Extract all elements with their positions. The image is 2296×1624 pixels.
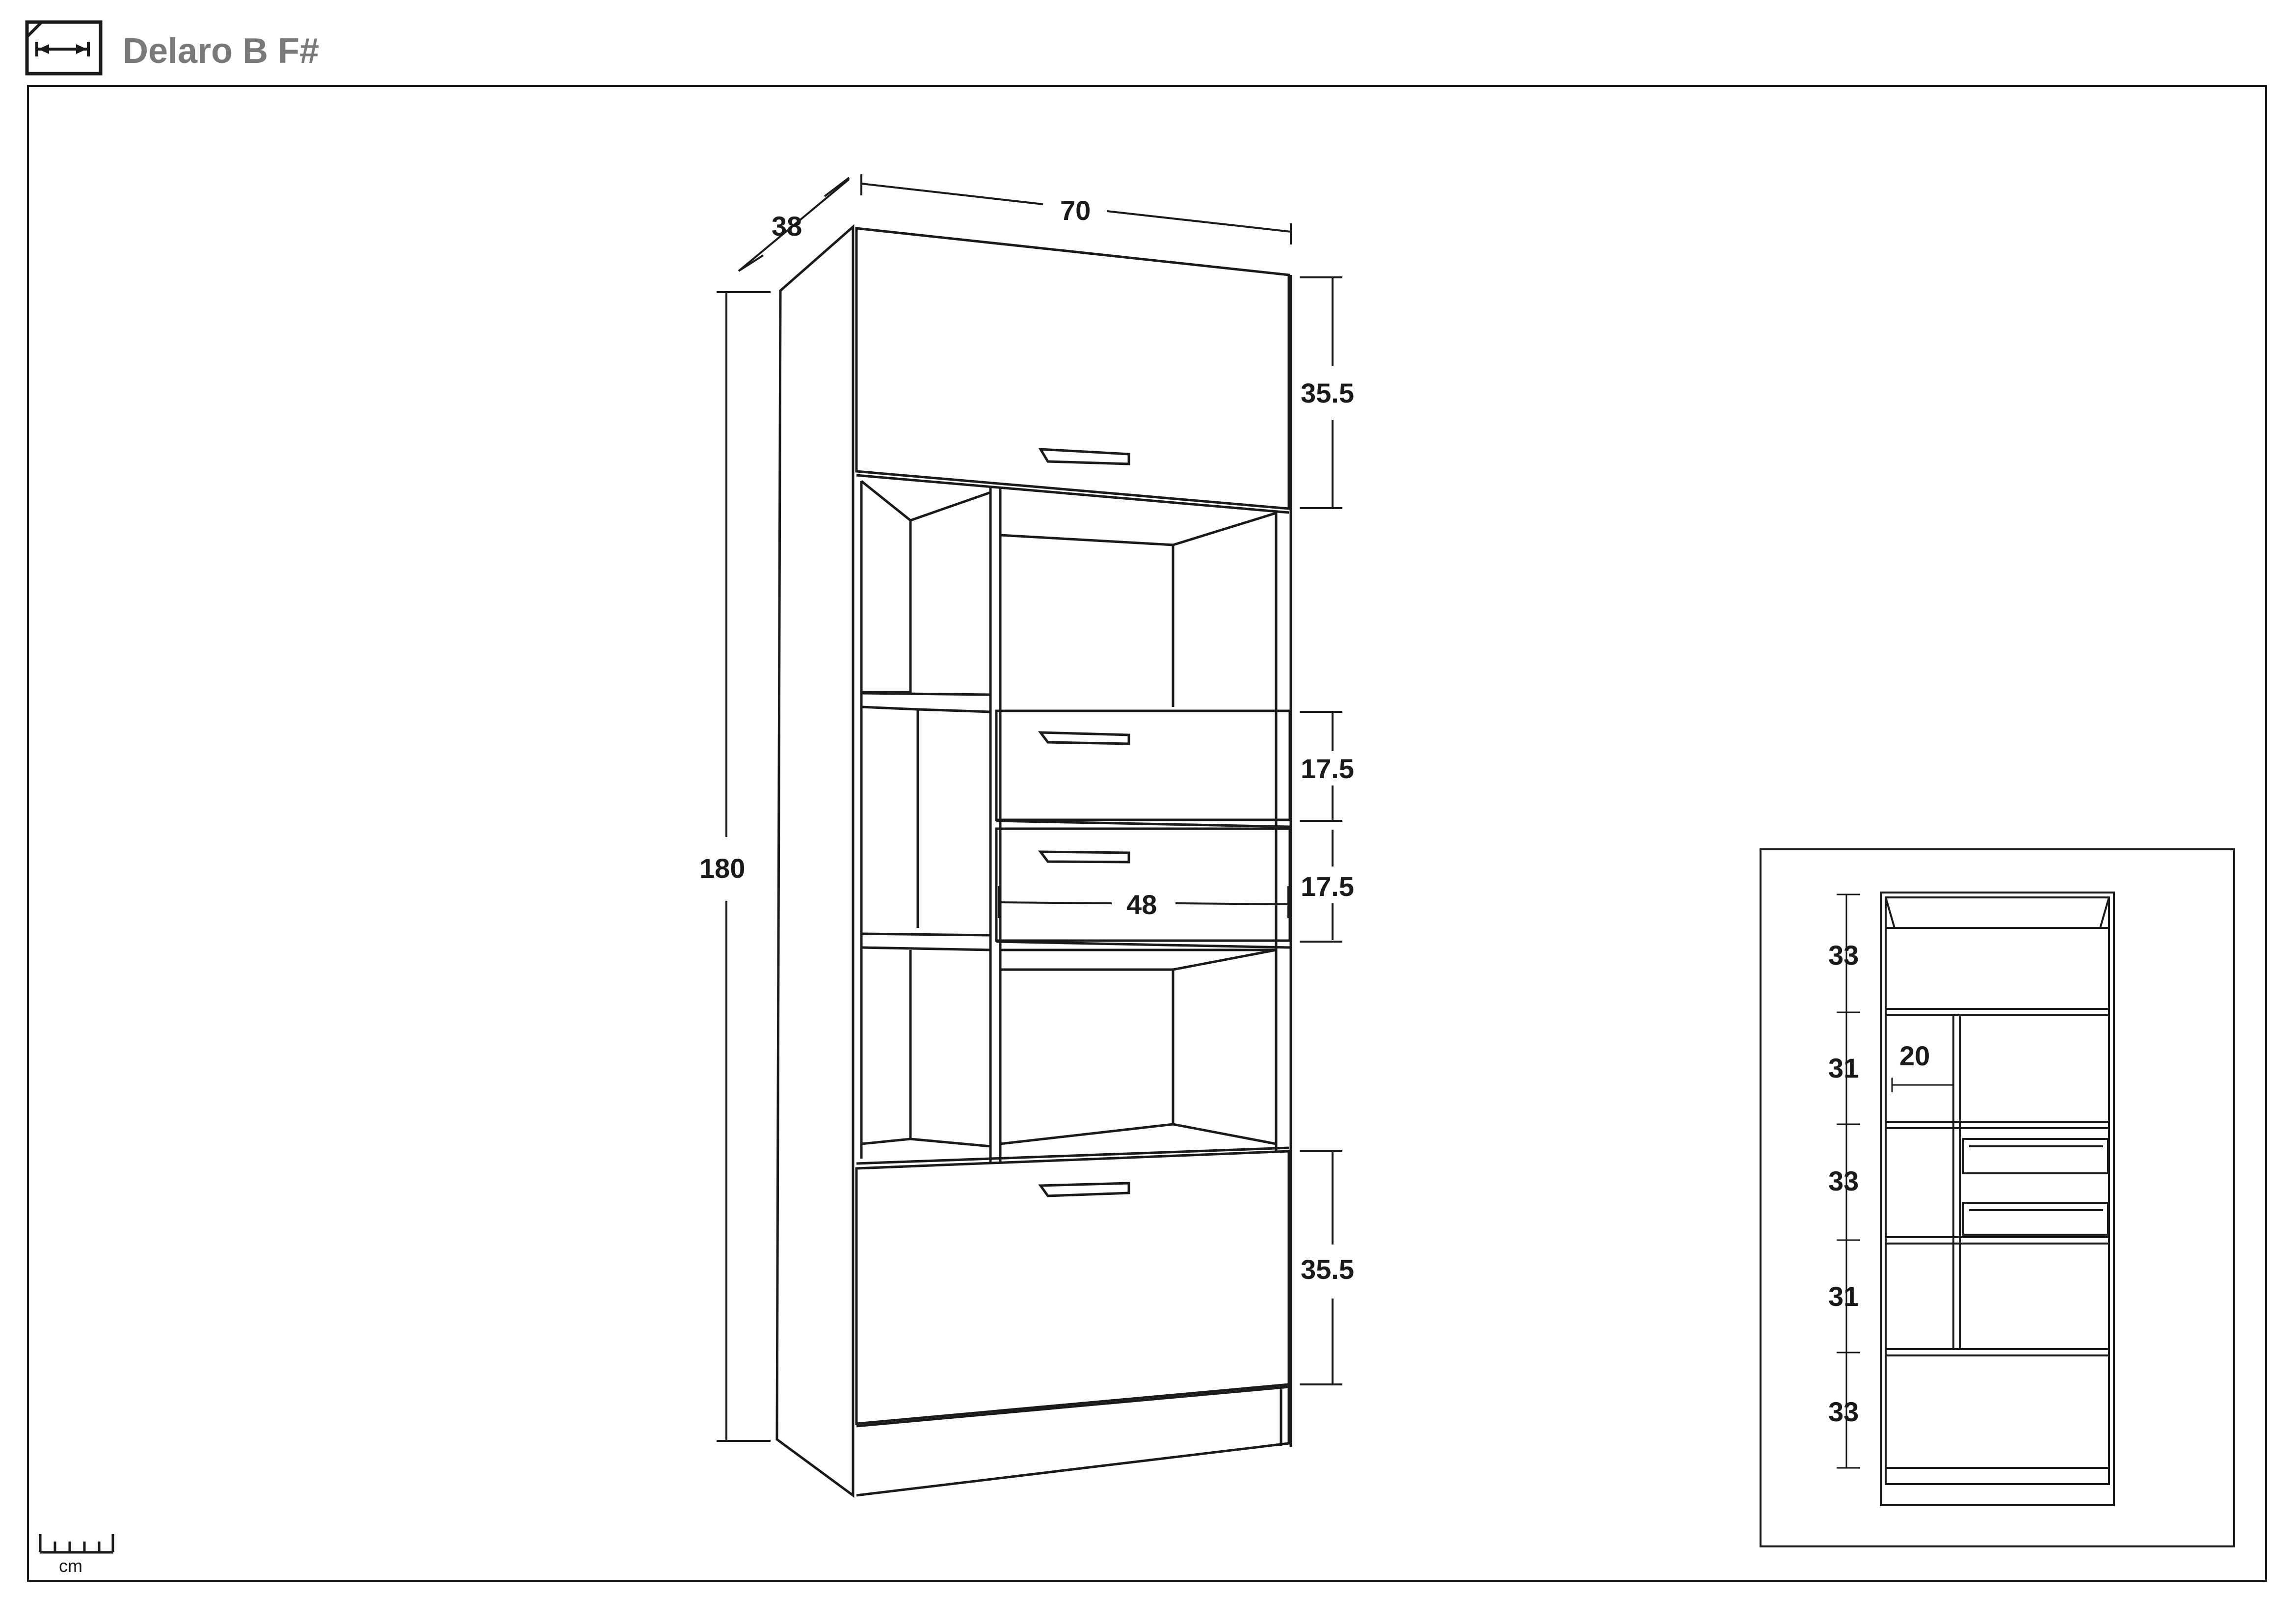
inset-cabinet [1880,892,2115,1506]
dim-drawer-1: 17.5 [1301,753,1354,784]
inset-dim-3: 33 [1828,1165,1859,1196]
door-handle-top [1038,448,1130,465]
inset-frame [1760,848,2235,1547]
inset-dim-5: 33 [1828,1396,1859,1427]
dim-drawer-2-line [1300,830,1342,943]
inset-dim-inner-width: 20 [1899,1040,1930,1071]
dim-top-door-line [1300,276,1342,509]
dim-bottom-door: 35.5 [1301,1254,1354,1285]
dim-drawer-1-line [1300,711,1342,822]
inset-dim-1: 33 [1828,940,1859,971]
dim-top-door: 35.5 [1301,378,1354,408]
ruler-icon [39,1534,114,1554]
drawing-frame [27,85,2267,1582]
dim-drawer-width-line [998,886,1289,918]
cabinet-main-view [775,224,1292,1498]
dim-bottom-door-line [1300,1150,1342,1385]
dim-height: 180 [699,853,745,884]
dim-depth: 38 [772,211,802,242]
drawer-handle-2 [1038,850,1130,864]
drawer-handle-1 [1038,731,1130,745]
dim-drawer-width: 48 [1126,889,1157,920]
page-title: Delaro B F# [123,31,319,71]
dim-depth-line [738,177,850,272]
dim-width: 70 [1060,195,1091,226]
inset-dim-4: 31 [1828,1281,1859,1312]
door-handle-bottom [1038,1182,1130,1197]
measure-icon [25,20,103,76]
dim-width-line [860,174,1292,244]
inset-dim-chain [1837,893,1954,1469]
dim-drawer-2: 17.5 [1301,871,1354,902]
inset-dim-2: 31 [1828,1053,1859,1083]
scale-unit: cm [59,1556,82,1576]
dim-height-line [717,291,771,1442]
